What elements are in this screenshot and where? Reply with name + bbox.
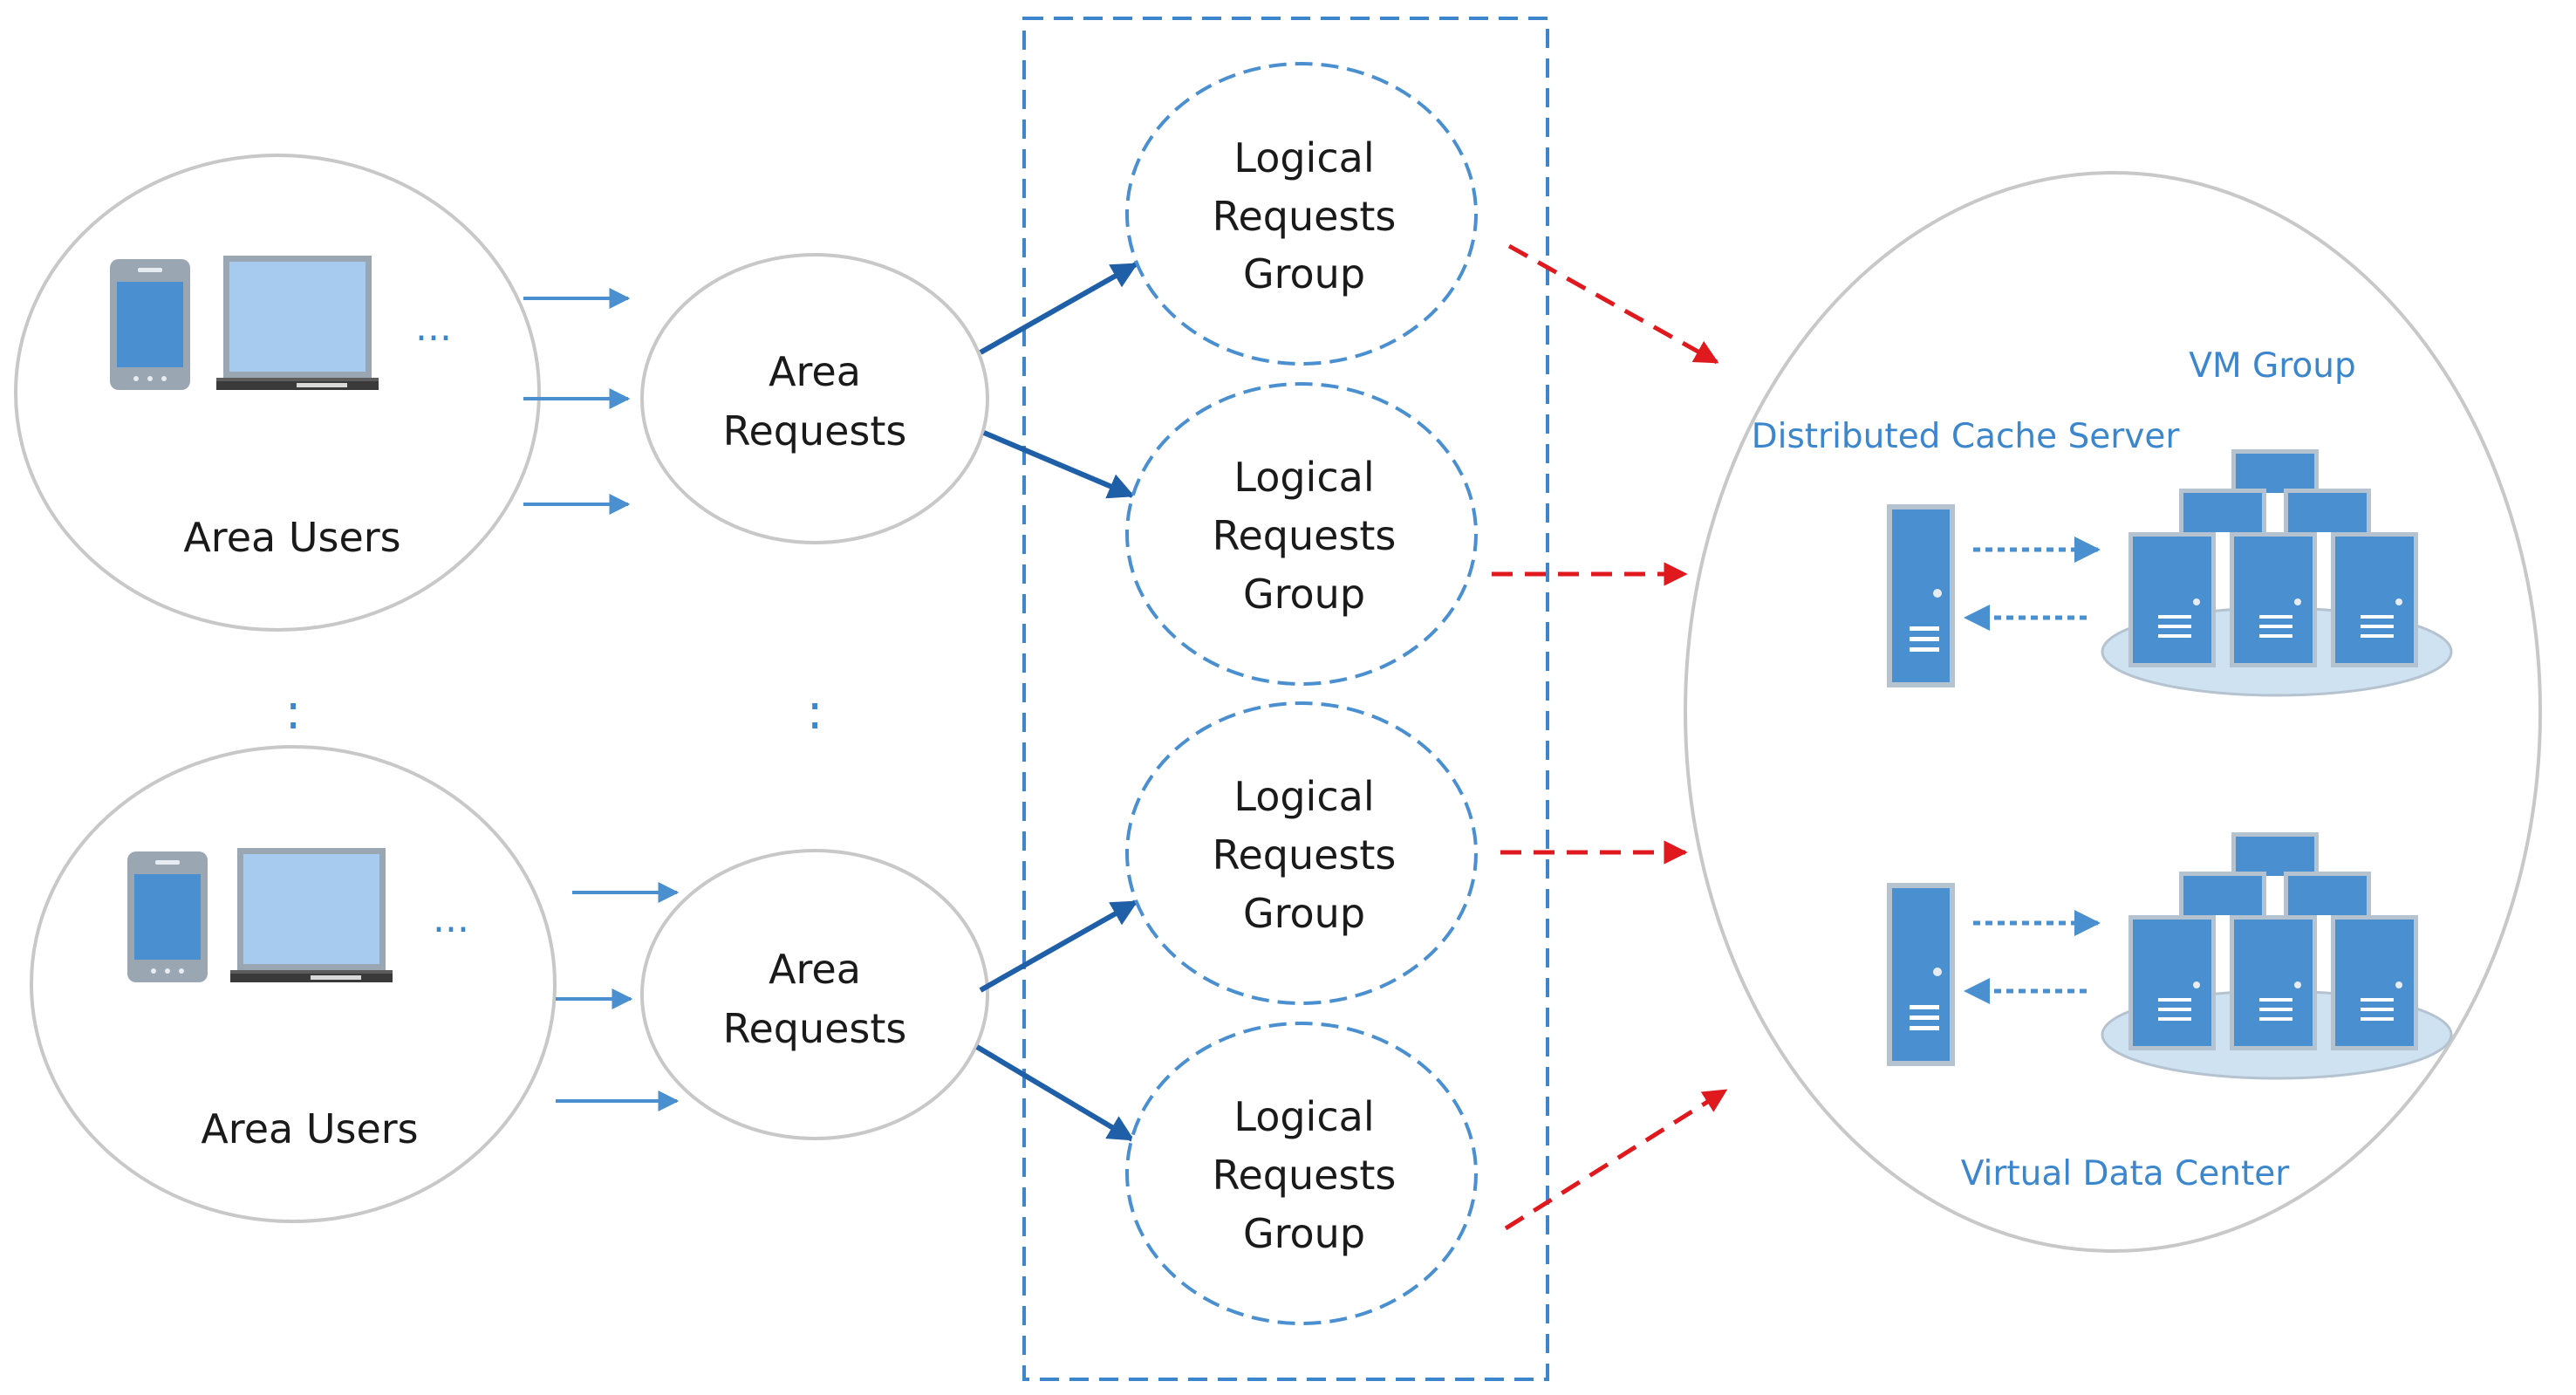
logical-group-line1: Logical xyxy=(1233,773,1374,820)
logical-group-4: Logical Requests Group xyxy=(1125,1022,1478,1325)
server-tower-icon xyxy=(1887,883,1955,1066)
laptop-icon xyxy=(216,256,379,390)
logical-group-2: Logical Requests Group xyxy=(1125,382,1478,686)
area-users-label: Area Users xyxy=(183,514,400,561)
vm-group-label: VM Group xyxy=(2189,346,2355,386)
logical-group-line3: Group xyxy=(1243,250,1365,297)
logical-group-1: Logical Requests Group xyxy=(1125,62,1478,366)
logical-group-line3: Group xyxy=(1243,571,1365,618)
tablet-icon xyxy=(110,259,190,390)
dispatch-arrows xyxy=(1492,243,1728,1231)
server-tower-icon xyxy=(1887,504,1955,687)
logical-group-line1: Logical xyxy=(1233,454,1374,501)
logical-group-line2: Requests xyxy=(1213,1152,1397,1199)
area-users-node-1: ... Area Users xyxy=(14,154,541,632)
logical-group-line2: Requests xyxy=(1213,512,1397,559)
area-requests-line2: Requests xyxy=(723,1005,907,1052)
logical-group-line2: Requests xyxy=(1213,831,1397,879)
tablet-icon xyxy=(127,851,208,982)
cache-server-label: Distributed Cache Server xyxy=(1752,417,2181,456)
vertical-ellipsis: : xyxy=(285,684,302,741)
more-devices-ellipsis: ... xyxy=(415,305,452,350)
area-requests-node-2: Area Requests xyxy=(640,849,989,1140)
area-users-label: Area Users xyxy=(201,1105,418,1152)
area-requests-line1: Area xyxy=(769,946,861,993)
logical-groups-container xyxy=(1022,17,1549,1381)
area-users-node-2: ... Area Users xyxy=(30,745,557,1223)
more-devices-ellipsis: ... xyxy=(433,897,469,941)
laptop-icon xyxy=(230,848,393,982)
logical-group-line3: Group xyxy=(1243,890,1365,937)
group-assign-arrows xyxy=(975,262,1138,1142)
area-requests-line2: Requests xyxy=(723,407,907,455)
area-requests-line1: Area xyxy=(769,348,861,395)
area-requests-node-1: Area Requests xyxy=(640,253,989,544)
vertical-ellipsis: : xyxy=(807,684,823,741)
logical-group-line1: Logical xyxy=(1233,134,1374,181)
logical-group-line1: Logical xyxy=(1233,1093,1374,1140)
logical-group-3: Logical Requests Group xyxy=(1125,701,1478,1005)
logical-group-line3: Group xyxy=(1243,1210,1365,1257)
data-center-title: Virtual Data Center xyxy=(1961,1154,2291,1193)
logical-group-line2: Requests xyxy=(1213,193,1397,240)
virtual-data-center: VM Group Distributed Cache Server Virtua… xyxy=(1684,171,2542,1253)
user-request-arrows xyxy=(523,288,680,1111)
